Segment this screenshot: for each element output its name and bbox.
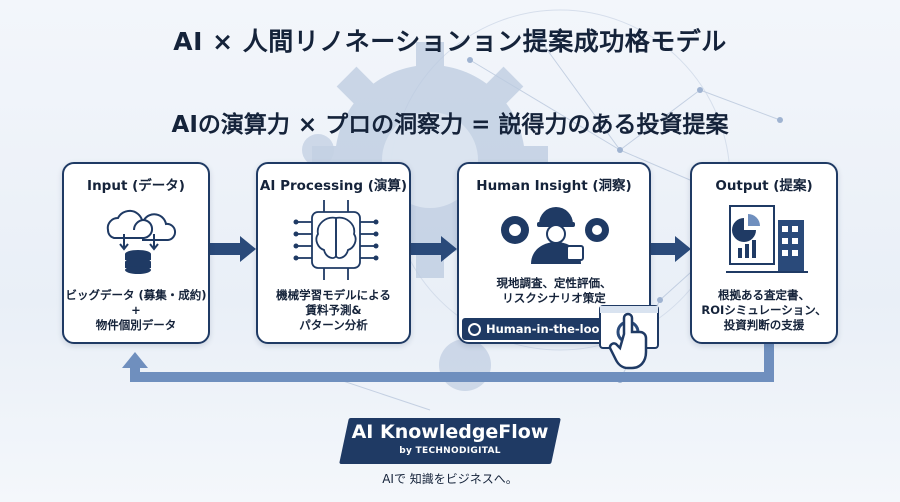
stage-desc-line: ビッグデータ (募集・成約) (65, 288, 207, 302)
stage-desc-line: + (131, 303, 141, 317)
stage-desc-line: ROIシミュレーション、 (701, 303, 827, 317)
stage-desc-line: 根拠ある査定書、 (718, 288, 810, 302)
stage-card-ai-processing: AI Processing (演算) 機械学習モデルによる 賃料予測& パターン… (256, 162, 411, 344)
arrow-input-to-ai (210, 243, 240, 255)
engineer-gears-icon (501, 207, 609, 264)
stage-card-human-insight: Human Insight (洞察) 現地調査、定性評価、 リスクシナリオ策定 (457, 162, 651, 344)
arrow-ai-to-human (411, 243, 441, 255)
stage-desc-line: 現地調査、定性評価、 (496, 276, 612, 290)
stage-card-input: Input (データ) ビッグデータ (募集・成約) + 物件個別データ (62, 162, 210, 344)
ai-brain-chip-icon (293, 200, 379, 280)
human-in-the-loop-label: Human-in-the-loop (486, 322, 608, 336)
stage-title: AI Processing (演算) (259, 178, 408, 194)
stage-desc-line: 物件個別データ (95, 318, 177, 332)
stage-desc-line: 機械学習モデルによる (276, 288, 391, 302)
stage-desc-line: リスクシナリオ策定 (502, 291, 606, 305)
stage-desc-line: 投資判断の支援 (723, 318, 805, 332)
arrow-human-to-output (651, 243, 675, 255)
touch-screen-icon (599, 305, 659, 370)
cloud-database-icon (106, 209, 177, 274)
gear-icon (468, 322, 481, 336)
report-building-icon (726, 205, 808, 273)
stage-title: Output (提案) (715, 178, 813, 194)
stage-desc-line: パターン分析 (299, 318, 368, 332)
brand-tagline: AIで 知識をビジネスへ。 (382, 472, 518, 486)
diagram-subtitle: AIの演算力 × プロの洞察力 = 説得力のある投資提案 (171, 112, 729, 138)
brand-byline: by TECHNODIGITAL (399, 446, 501, 456)
stage-desc-line: 賃料予測& (305, 303, 362, 317)
stage-title: Input (データ) (87, 178, 185, 194)
diagram-title: AI × 人間リノネーションョン提案成功格モデル (173, 27, 727, 56)
stage-title: Human Insight (洞察) (476, 178, 632, 194)
stage-card-output: Output (提案) 根拠ある査定書、 ROIシミュレーション、 投資判断の支… (690, 162, 838, 344)
brand-name: AI KnowledgeFlow (351, 421, 549, 443)
network-nodes (467, 37, 783, 383)
feedback-loop-arrow (122, 344, 774, 382)
